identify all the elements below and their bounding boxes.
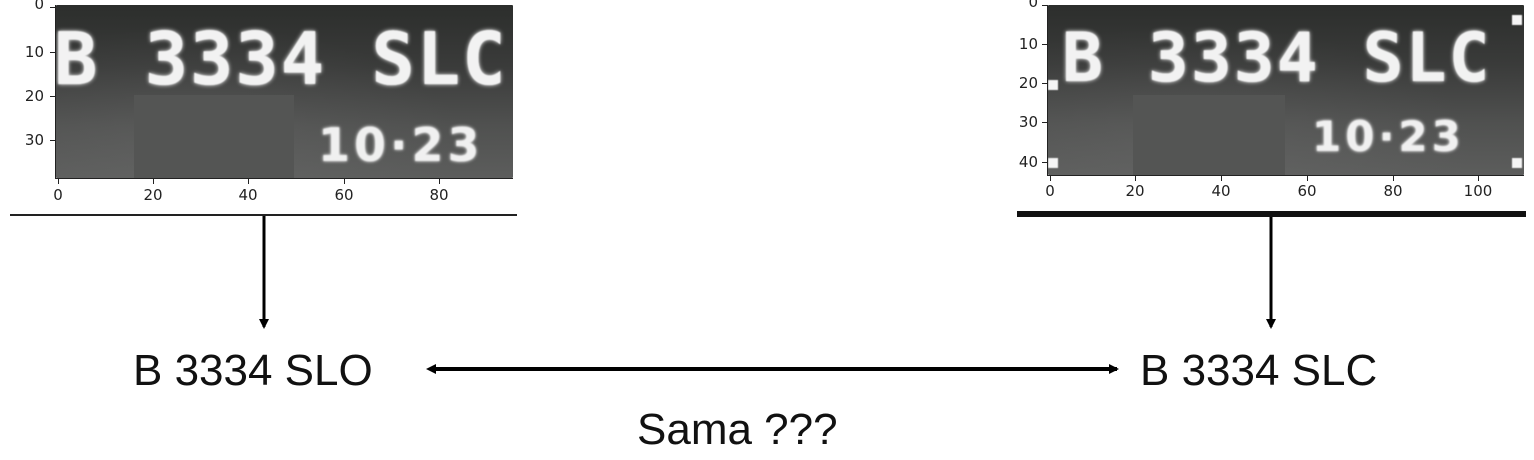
x-tick-label: 0	[53, 186, 63, 204]
x-tick-label: 40	[238, 186, 258, 204]
x-tick-label: 60	[1297, 182, 1317, 200]
x-tick-mark	[1050, 176, 1051, 181]
y-tick-label: 10	[24, 43, 44, 61]
y-tick-mark	[50, 52, 55, 53]
y-tick-mark	[1042, 5, 1047, 6]
x-tick-mark	[1307, 176, 1308, 181]
left-panel-border	[10, 214, 517, 216]
y-tick-mark	[1042, 44, 1047, 45]
x-tick-mark	[344, 179, 345, 184]
right-plate-main-text: B 3334 SLC	[1062, 19, 1492, 98]
right-ocr-result: B 3334 SLC	[1140, 346, 1378, 395]
x-tick-mark	[58, 179, 59, 184]
x-tick-mark	[248, 179, 249, 184]
left-y-axis	[55, 5, 56, 179]
right-x-axis	[1047, 175, 1524, 176]
y-tick-label: 20	[1018, 74, 1038, 92]
right-y-axis	[1047, 5, 1048, 176]
y-tick-mark	[1042, 83, 1047, 84]
y-tick-label: 0	[1028, 0, 1038, 11]
y-tick-mark	[50, 7, 55, 8]
y-tick-mark	[50, 140, 55, 141]
plate-lower-panel	[134, 95, 294, 178]
plate-lower-panel	[1133, 95, 1285, 175]
plate-corner-mark	[1512, 15, 1522, 25]
left-plate-main-text: B 3334 SLC	[56, 17, 508, 101]
right-plate-small-text: 10·23	[1312, 112, 1465, 161]
left-plate-small-text: 10·23	[318, 118, 484, 172]
y-tick-mark	[1042, 122, 1047, 123]
y-tick-mark	[50, 96, 55, 97]
x-tick-label: 0	[1045, 182, 1055, 200]
plate-corner-mark	[1512, 158, 1522, 168]
x-tick-mark	[439, 179, 440, 184]
x-tick-label: 80	[1383, 182, 1403, 200]
y-tick-label: 30	[24, 131, 44, 149]
y-tick-label: 10	[1018, 35, 1038, 53]
x-tick-label: 20	[1125, 182, 1145, 200]
right-plate-image: B 3334 SLC 10·23	[1048, 5, 1524, 175]
x-tick-mark	[1393, 176, 1394, 181]
x-tick-mark	[1135, 176, 1136, 181]
y-tick-mark	[1042, 162, 1047, 163]
left-plate-image: B 3334 SLC 10·23	[56, 5, 513, 178]
y-tick-label: 30	[1018, 113, 1038, 131]
x-tick-label: 20	[143, 186, 163, 204]
left-ocr-result: B 3334 SLO	[133, 346, 373, 395]
y-tick-label: 0	[34, 0, 44, 13]
left-x-axis	[55, 178, 513, 179]
plate-background	[1048, 5, 1524, 175]
y-tick-label: 40	[1018, 153, 1038, 171]
plate-corner-mark	[1048, 158, 1058, 168]
comparison-caption: Sama ???	[637, 405, 838, 454]
x-tick-mark	[1478, 176, 1479, 181]
x-tick-label: 40	[1211, 182, 1231, 200]
y-tick-label: 20	[24, 87, 44, 105]
x-tick-label: 100	[1463, 182, 1493, 200]
plate-corner-mark	[1048, 80, 1058, 90]
x-tick-label: 80	[429, 186, 449, 204]
x-tick-mark	[153, 179, 154, 184]
x-tick-label: 60	[334, 186, 354, 204]
x-tick-mark	[1221, 176, 1222, 181]
right-panel-border	[1017, 211, 1526, 217]
